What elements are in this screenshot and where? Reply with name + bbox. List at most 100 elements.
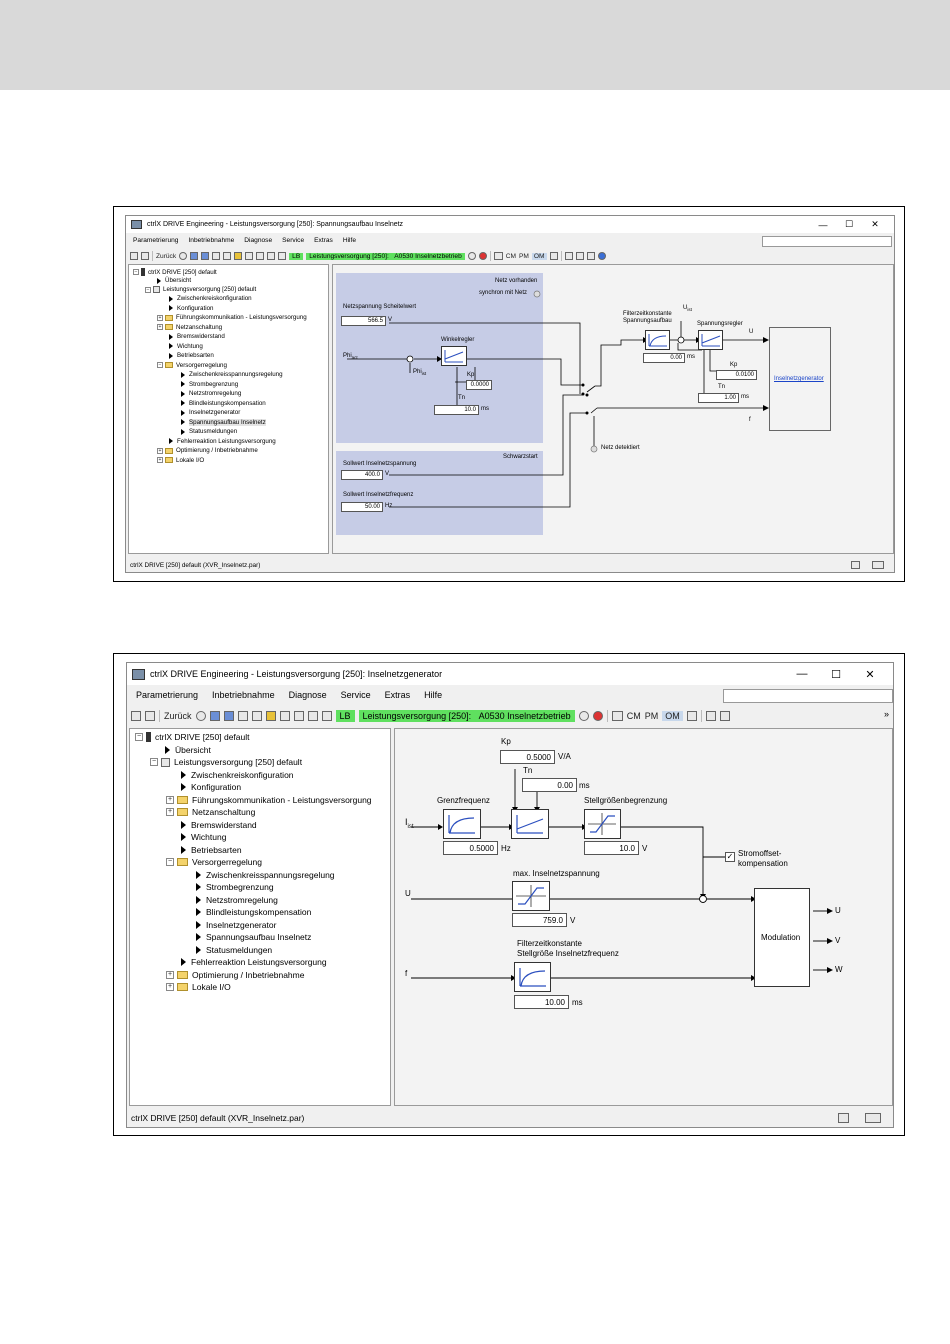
menu-inbetriebnahme[interactable]: Inbetriebnahme (212, 690, 275, 700)
expand-icon[interactable]: + (166, 808, 174, 816)
stellgroesse-block[interactable] (584, 809, 621, 839)
network-icon[interactable] (564, 252, 573, 260)
device-icon[interactable] (586, 252, 595, 260)
back-button[interactable]: Zurück (156, 252, 177, 260)
menu-inbetriebnahme[interactable]: Inbetriebnahme (188, 236, 235, 244)
tree-item-netzstromregelung[interactable]: Netzstromregelung (181, 390, 241, 397)
expand-icon[interactable]: + (166, 795, 174, 804)
new-icon[interactable] (130, 252, 138, 260)
settings-icon[interactable] (267, 252, 276, 260)
menu-parametrierung[interactable]: Parametrierung (136, 690, 199, 700)
home-icon[interactable] (145, 711, 155, 721)
tree-item-device[interactable]: − ctrlX DRIVE [250] default (135, 732, 250, 742)
toolbar-overflow-icon[interactable]: » (883, 709, 889, 719)
tree-item-netzstromregelung[interactable]: Netzstromregelung (196, 895, 278, 905)
tree-item-spannungsaufbau[interactable]: Spannungsaufbau Inselnetz (196, 932, 311, 942)
tree-item-fuehrungskommunikation[interactable]: + Führungskommunikation - Leistungsverso… (166, 795, 372, 805)
minimize-icon[interactable]: — (818, 219, 828, 230)
expand-icon[interactable]: + (157, 314, 163, 321)
inselnetzgenerator-link[interactable]: Inselnetzgenerator (774, 376, 824, 382)
menu-extras[interactable]: Extras (314, 236, 333, 244)
navigate-up-icon[interactable] (190, 252, 199, 260)
close-icon[interactable]: ✕ (865, 668, 875, 681)
tree-item-betriebsarten[interactable]: Betriebsarten (181, 845, 242, 855)
minimize-icon[interactable]: — (796, 668, 808, 680)
pm-button[interactable]: PM (519, 252, 529, 260)
tree-item-inselnetzgenerator[interactable]: Inselnetzgenerator (196, 920, 276, 930)
tree-item-konfiguration[interactable]: Konfiguration (181, 782, 241, 792)
back-button[interactable]: Zurück (164, 711, 192, 721)
tn-field[interactable]: 0.00 (522, 778, 577, 792)
tree-item-blindleistungskompensation[interactable]: Blindleistungskompensation (196, 907, 311, 917)
grenzfrequenz-block[interactable] (443, 809, 481, 839)
drive-icon[interactable] (549, 252, 558, 260)
collapse-icon[interactable]: − (145, 286, 151, 293)
expand-icon[interactable]: + (166, 970, 174, 979)
collapse-icon[interactable]: − (157, 362, 163, 368)
tree-item-optimierung[interactable]: + Optimierung / Inbetriebnahme (166, 970, 304, 980)
tree-item-leistungsversorgung[interactable]: − Leistungsversorgung [250] default (145, 286, 256, 293)
spannungsregler-block[interactable] (698, 330, 723, 350)
monitor-icon[interactable] (719, 711, 730, 721)
tree-item-versorgerregelung[interactable]: − Versorgerregelung (166, 857, 262, 867)
download-icon[interactable] (223, 252, 232, 260)
tn-field[interactable]: 10.0 (434, 405, 479, 415)
tree-item-zwischenkreiskonfiguration[interactable]: Zwischenkreiskonfiguration (181, 770, 294, 780)
sollwert-frequenz-field[interactable]: 50.00 (341, 502, 383, 512)
menu-extras[interactable]: Extras (384, 690, 411, 700)
collapse-icon[interactable]: − (150, 758, 158, 766)
search-params-icon[interactable] (279, 711, 290, 721)
collapse-icon[interactable]: − (166, 858, 174, 866)
grenzfrequenz-field[interactable]: 0.5000 (443, 841, 498, 855)
tree-item-strombegrenzung[interactable]: Strombegrenzung (181, 381, 238, 388)
navigate-down-icon[interactable] (201, 252, 210, 260)
chart-icon[interactable] (278, 252, 287, 260)
upload-icon[interactable] (212, 252, 221, 260)
chart-icon[interactable] (321, 711, 332, 721)
menu-service[interactable]: Service (340, 690, 371, 700)
collapse-icon[interactable]: − (135, 733, 143, 741)
monitor-icon[interactable] (575, 252, 584, 260)
navigate-down-icon[interactable] (223, 711, 234, 721)
forward-icon[interactable] (195, 711, 206, 721)
filter-field[interactable]: 10.00 (514, 995, 569, 1009)
tree-item-spannungsaufbau[interactable]: Spannungsaufbau Inselnetz (181, 418, 266, 426)
tree-item-zwischenkreiskonfiguration[interactable]: Zwischenkreiskonfiguration (169, 295, 252, 302)
menu-search-input[interactable] (762, 236, 892, 247)
tree-item-lokale-io[interactable]: + Lokale I/O (157, 457, 204, 464)
kp-field[interactable]: 0.0000 (466, 380, 492, 390)
tree-item-wichtung[interactable]: Wichtung (181, 832, 226, 842)
tree-item-device[interactable]: − ctrlX DRIVE [250] default (133, 268, 217, 276)
sollwert-spannung-field[interactable]: 400.0 (341, 470, 383, 480)
menu-search-input[interactable] (723, 689, 893, 703)
stellgroesse-field[interactable]: 10.0 (584, 841, 639, 855)
tree-item-uebersicht[interactable]: Übersicht (165, 745, 211, 755)
om-button[interactable]: OM (531, 252, 547, 260)
tree-item-zk-spannungsregelung[interactable]: Zwischenkreisspannungsregelung (196, 870, 335, 880)
menu-diagnose[interactable]: Diagnose (244, 236, 273, 244)
forward-icon[interactable] (179, 252, 188, 260)
upload-icon[interactable] (237, 711, 248, 721)
cm-button[interactable]: CM (626, 711, 641, 721)
tree-item-blindleistungskompensation[interactable]: Blindleistungskompensation (181, 400, 266, 407)
om-button[interactable]: OM (662, 711, 683, 721)
refresh-icon[interactable] (467, 252, 476, 260)
tree-item-versorgerregelung[interactable]: − Versorgerregelung (157, 362, 227, 369)
drive-icon[interactable] (686, 711, 697, 721)
maximize-icon[interactable]: ☐ (844, 219, 854, 229)
tree-item-bremswiderstand[interactable]: Bremswiderstand (181, 820, 257, 830)
list-icon[interactable] (256, 252, 265, 260)
settings-icon[interactable] (307, 711, 318, 721)
tree-item-netzanschaltung[interactable]: + Netzanschaltung (157, 324, 222, 331)
download-icon[interactable] (251, 711, 262, 721)
navigate-up-icon[interactable] (209, 711, 220, 721)
scope-icon[interactable] (611, 711, 623, 721)
tree-item-inselnetzgenerator[interactable]: Inselnetzgenerator (181, 409, 240, 416)
filter-block[interactable] (645, 330, 670, 350)
network-icon[interactable] (705, 711, 716, 721)
modulation-block[interactable]: Modulation (754, 888, 810, 987)
scope-icon[interactable] (493, 252, 503, 260)
max-spannung-field[interactable]: 759.0 (512, 913, 567, 927)
pi-controller-block[interactable] (511, 809, 549, 839)
favorite-icon[interactable] (265, 711, 276, 721)
